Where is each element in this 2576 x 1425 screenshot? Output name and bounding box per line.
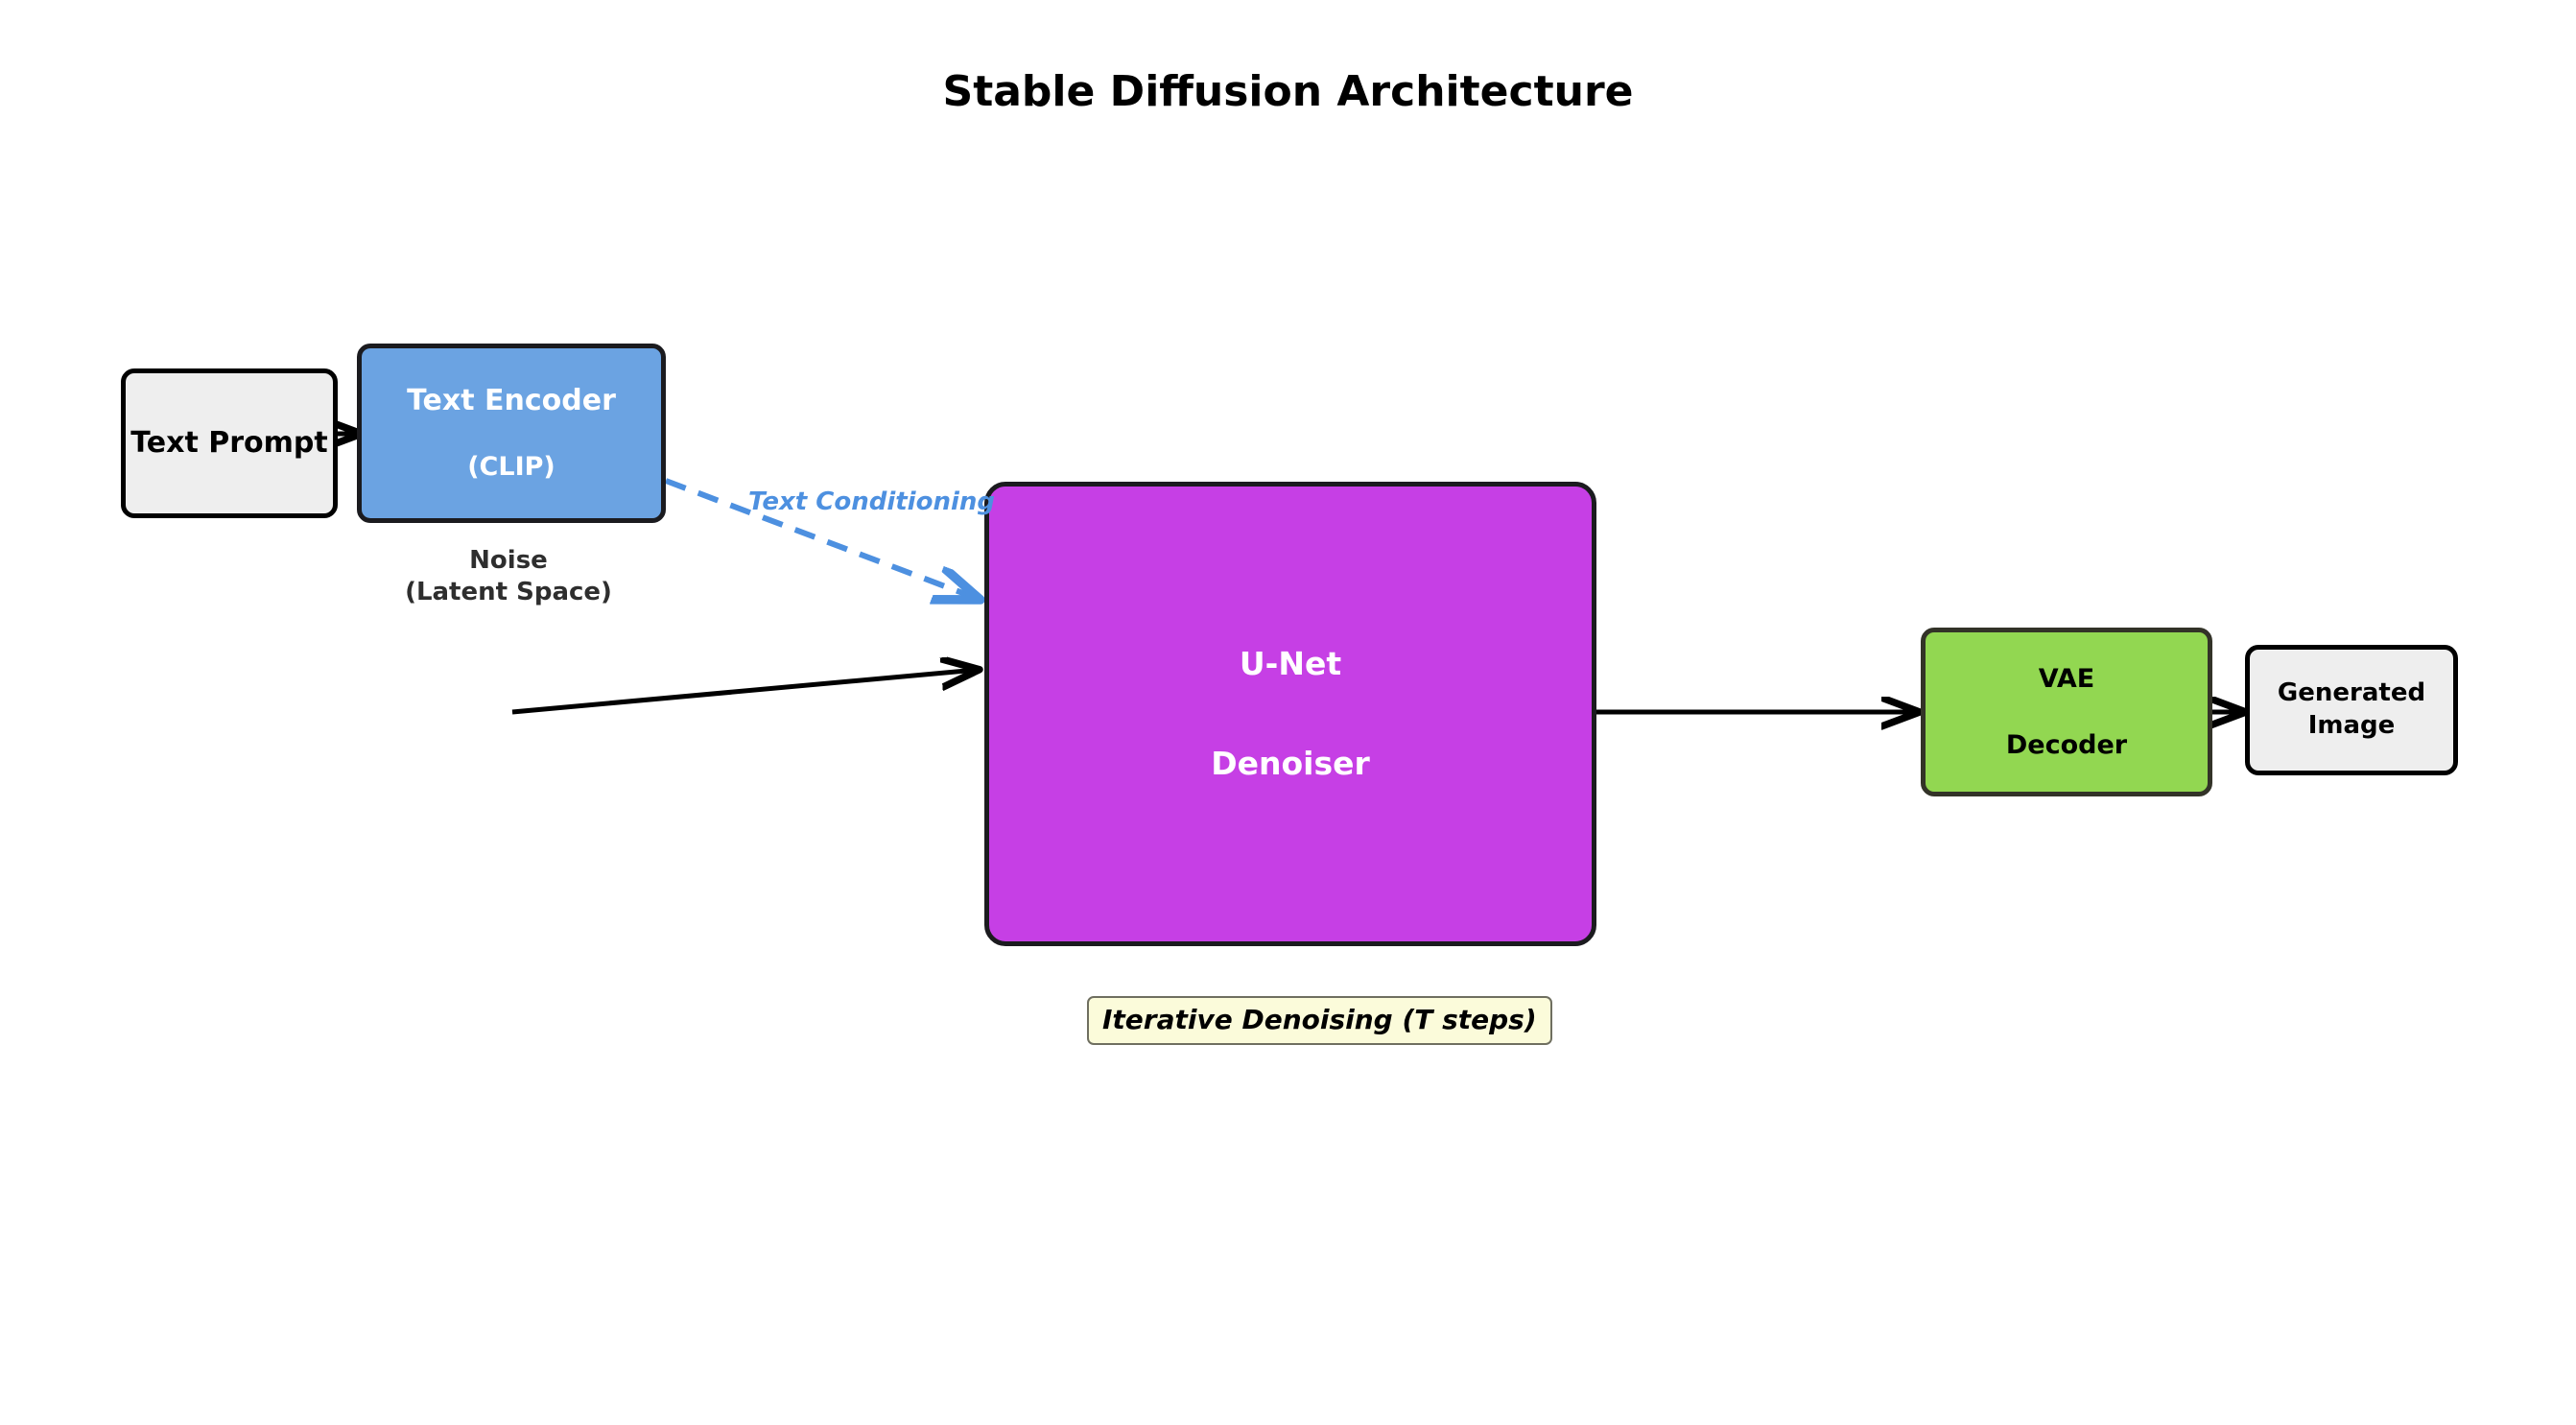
node-unet[interactable]: U-Net Denoiser xyxy=(984,482,1596,946)
node-vae-decoder[interactable]: VAE Decoder xyxy=(1921,628,2212,796)
node-unet-subtitle: Denoiser xyxy=(1211,745,1370,782)
node-text-encoder-subtitle: (CLIP) xyxy=(467,452,555,483)
node-vae-title: VAE xyxy=(2038,663,2095,694)
label-noise-line1: Noise xyxy=(469,546,548,575)
label-noise: Noise (Latent Space) xyxy=(365,545,652,609)
page-title: Stable Diffusion Architecture xyxy=(942,67,1634,116)
node-generated-image[interactable]: Generated Image xyxy=(2245,645,2458,775)
node-text-encoder-title: Text Encoder xyxy=(407,383,616,417)
node-text-prompt[interactable]: Text Prompt xyxy=(121,368,338,518)
node-text-encoder[interactable]: Text Encoder (CLIP) xyxy=(357,344,666,523)
label-noise-line2: (Latent Space) xyxy=(405,578,612,607)
node-vae-subtitle: Decoder xyxy=(2005,730,2128,760)
node-unet-title: U-Net xyxy=(1239,645,1342,683)
node-generated-image-line2: Image xyxy=(2307,711,2396,740)
edge-noise-to-unet xyxy=(511,670,977,715)
node-generated-image-line1: Generated xyxy=(2277,678,2426,708)
note-iterative-denoising: Iterative Denoising (T steps) xyxy=(1087,996,1552,1045)
label-text-conditioning: Text Conditioning xyxy=(748,487,995,516)
node-text-prompt-label: Text Prompt xyxy=(130,425,328,460)
